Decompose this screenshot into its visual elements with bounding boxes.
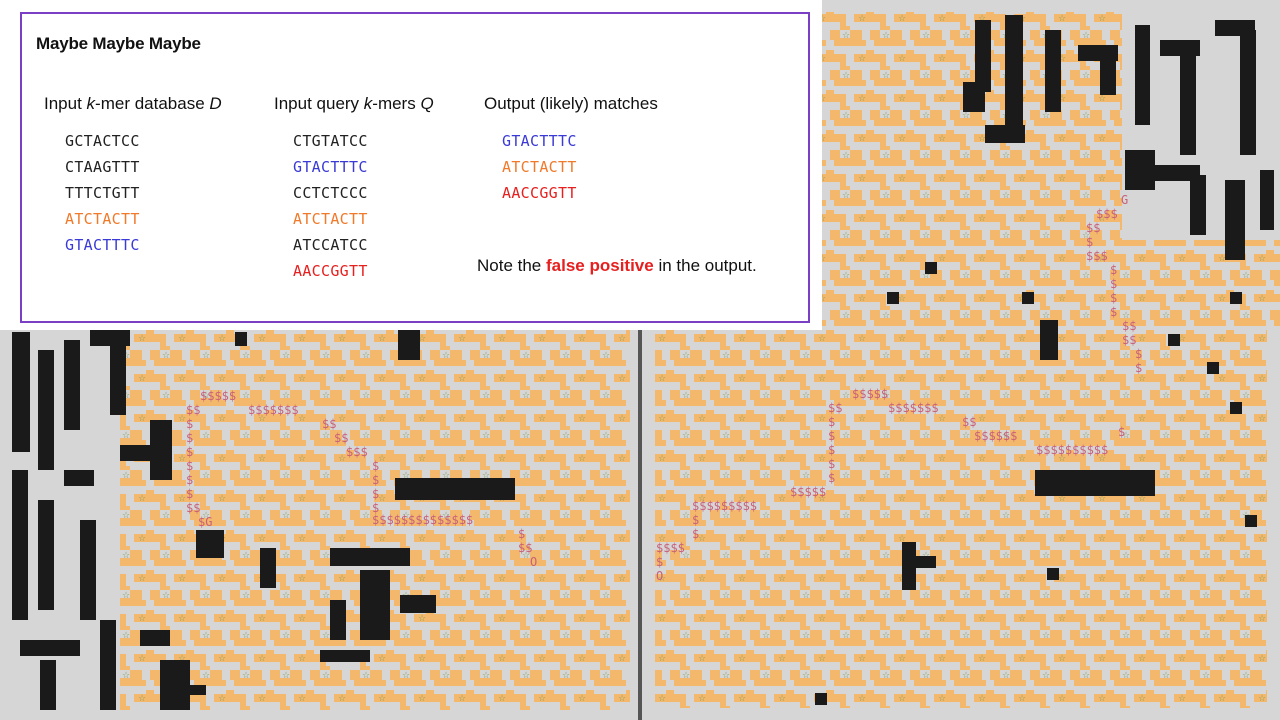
maze-route-mark: $$$ [346, 445, 368, 459]
kmer-item: GTACTTTC [65, 236, 140, 254]
output-kmer-list: GTACTTTC ATCTACTT AACCGGTT [502, 131, 577, 209]
maze-route-mark: $ [1118, 425, 1125, 439]
maze-route-mark: $$ [962, 415, 976, 429]
kmer-item: ATCTACTT [502, 158, 577, 176]
maze-route-mark: $ [828, 443, 835, 457]
maze-route-mark: $ [828, 471, 835, 485]
kmer-item: CCTCTCCC [293, 184, 368, 202]
card-border [20, 12, 810, 323]
maze-route-mark: $$$$$$$$$$$$$$ [372, 513, 473, 527]
maze-route-mark: $ [186, 487, 193, 501]
maze-route-mark: $$$$$ [790, 485, 826, 499]
maze-route-mark: $$ [1086, 221, 1100, 235]
query-kmer-list: CTGTATCC GTACTTTC CCTCTCCC ATCTACTT ATCCATCC… [293, 131, 368, 287]
maze-route-mark: $ [186, 459, 193, 473]
maze-route-mark: $ [1135, 361, 1142, 375]
maze-route-mark: O [530, 555, 537, 569]
kmer-item: ATCCATCC [293, 236, 368, 254]
maze-route-mark: $$$ [1086, 249, 1108, 263]
maze-route-mark: $$$$$$$$$$ [1036, 443, 1108, 457]
false-positive-note: Note the false positive in the output. [477, 256, 757, 275]
maze-route-mark: $ [518, 527, 525, 541]
maze-route-mark: $$ [1122, 319, 1136, 333]
maze-route-mark: $$ [1122, 333, 1136, 347]
maze-route-mark: $$$$$$$$$ [692, 499, 757, 513]
maze-route-mark: G [1121, 193, 1128, 207]
maze-route-mark: $ [828, 415, 835, 429]
maze-route-mark: $$ [322, 417, 336, 431]
maze-path-region [120, 330, 630, 710]
maze-route-mark: $ [1110, 263, 1117, 277]
maze-route-mark: $ [1110, 277, 1117, 291]
maze-route-mark: $ [692, 527, 699, 541]
maze-route-mark: $$ [334, 431, 348, 445]
kmer-item: CTAAGTTT [65, 158, 140, 176]
card-title: Maybe Maybe Maybe [36, 34, 201, 53]
maze-route-mark: $ [828, 457, 835, 471]
maze-route-mark: $$$$$$ [974, 429, 1017, 443]
maze-route-mark: $ [186, 417, 193, 431]
maze-route-mark: O [656, 569, 663, 583]
maze-path-region [1122, 240, 1280, 330]
maze-route-mark: $ [1086, 235, 1093, 249]
maze-route-mark: $$$$$$$ [888, 401, 939, 415]
maze-route-mark: $ [372, 459, 379, 473]
maze-walls [815, 320, 1257, 705]
maze-path-region [822, 12, 1122, 330]
maze-route-mark: $$ [186, 403, 200, 417]
kmer-item: AACCGGTT [502, 184, 577, 202]
maze-route-mark: $ [1110, 291, 1117, 305]
maze-route-mark: $$$ [1096, 207, 1118, 221]
maze-route-mark: $ [186, 431, 193, 445]
database-column-header: Input k-mer database D [44, 94, 222, 113]
query-column-header: Input query k-mers Q [274, 94, 434, 113]
kmer-item: ATCTACTT [65, 210, 140, 228]
maze-route-mark: $ [1110, 305, 1117, 319]
maze-route-mark: $$ [518, 541, 532, 555]
kmer-item: GTACTTTC [502, 132, 577, 150]
database-kmer-list: GCTACTCC CTAAGTTT TTTCTGTT ATCTACTT GTACTTTC [65, 131, 140, 261]
kmer-item: AACCGGTT [293, 262, 368, 280]
maze-route-mark: $$ [828, 401, 842, 415]
maze-route-mark: $ [1135, 347, 1142, 361]
kmer-item: GTACTTTC [293, 158, 368, 176]
maze-route-mark: $$$$$$$ [248, 403, 299, 417]
maze-solution-routes: $$$ G $$ $ $$$ $ $ $ $ $$ $$ $ $ $$$$$ $… [186, 193, 1142, 583]
maze-route-mark: $ [186, 445, 193, 459]
maze-route-mark: $ [372, 501, 379, 515]
maze-route-mark: $$ [186, 501, 200, 515]
kmer-item: TTTCTGTT [65, 184, 140, 202]
maze-route-mark: $ [186, 473, 193, 487]
maze-route-mark: $$$$ [656, 541, 685, 555]
kmer-example-card: Maybe Maybe Maybe Input k-mer database D… [0, 0, 822, 330]
false-positive-highlight: false positive [546, 256, 654, 275]
maze-walls [887, 15, 1274, 304]
panel-divider [638, 330, 642, 720]
maze-route-mark: $ [692, 513, 699, 527]
maze-route-mark: $ [656, 555, 663, 569]
maze-path-region [655, 330, 1267, 708]
maze-walls [12, 330, 515, 710]
maze-route-mark: $G [198, 515, 212, 529]
kmer-item: CTGTATCC [293, 132, 368, 150]
maze-route-mark: $ [828, 429, 835, 443]
maze-route-mark: $ [372, 473, 379, 487]
maze-route-mark: $ [372, 487, 379, 501]
kmer-item: GCTACTCC [65, 132, 140, 150]
kmer-item: ATCTACTT [293, 210, 368, 228]
maze-route-mark: $$$$$ [852, 387, 888, 401]
output-column-header: Output (likely) matches [484, 94, 658, 113]
maze-route-mark: $$$$$ [200, 389, 236, 403]
